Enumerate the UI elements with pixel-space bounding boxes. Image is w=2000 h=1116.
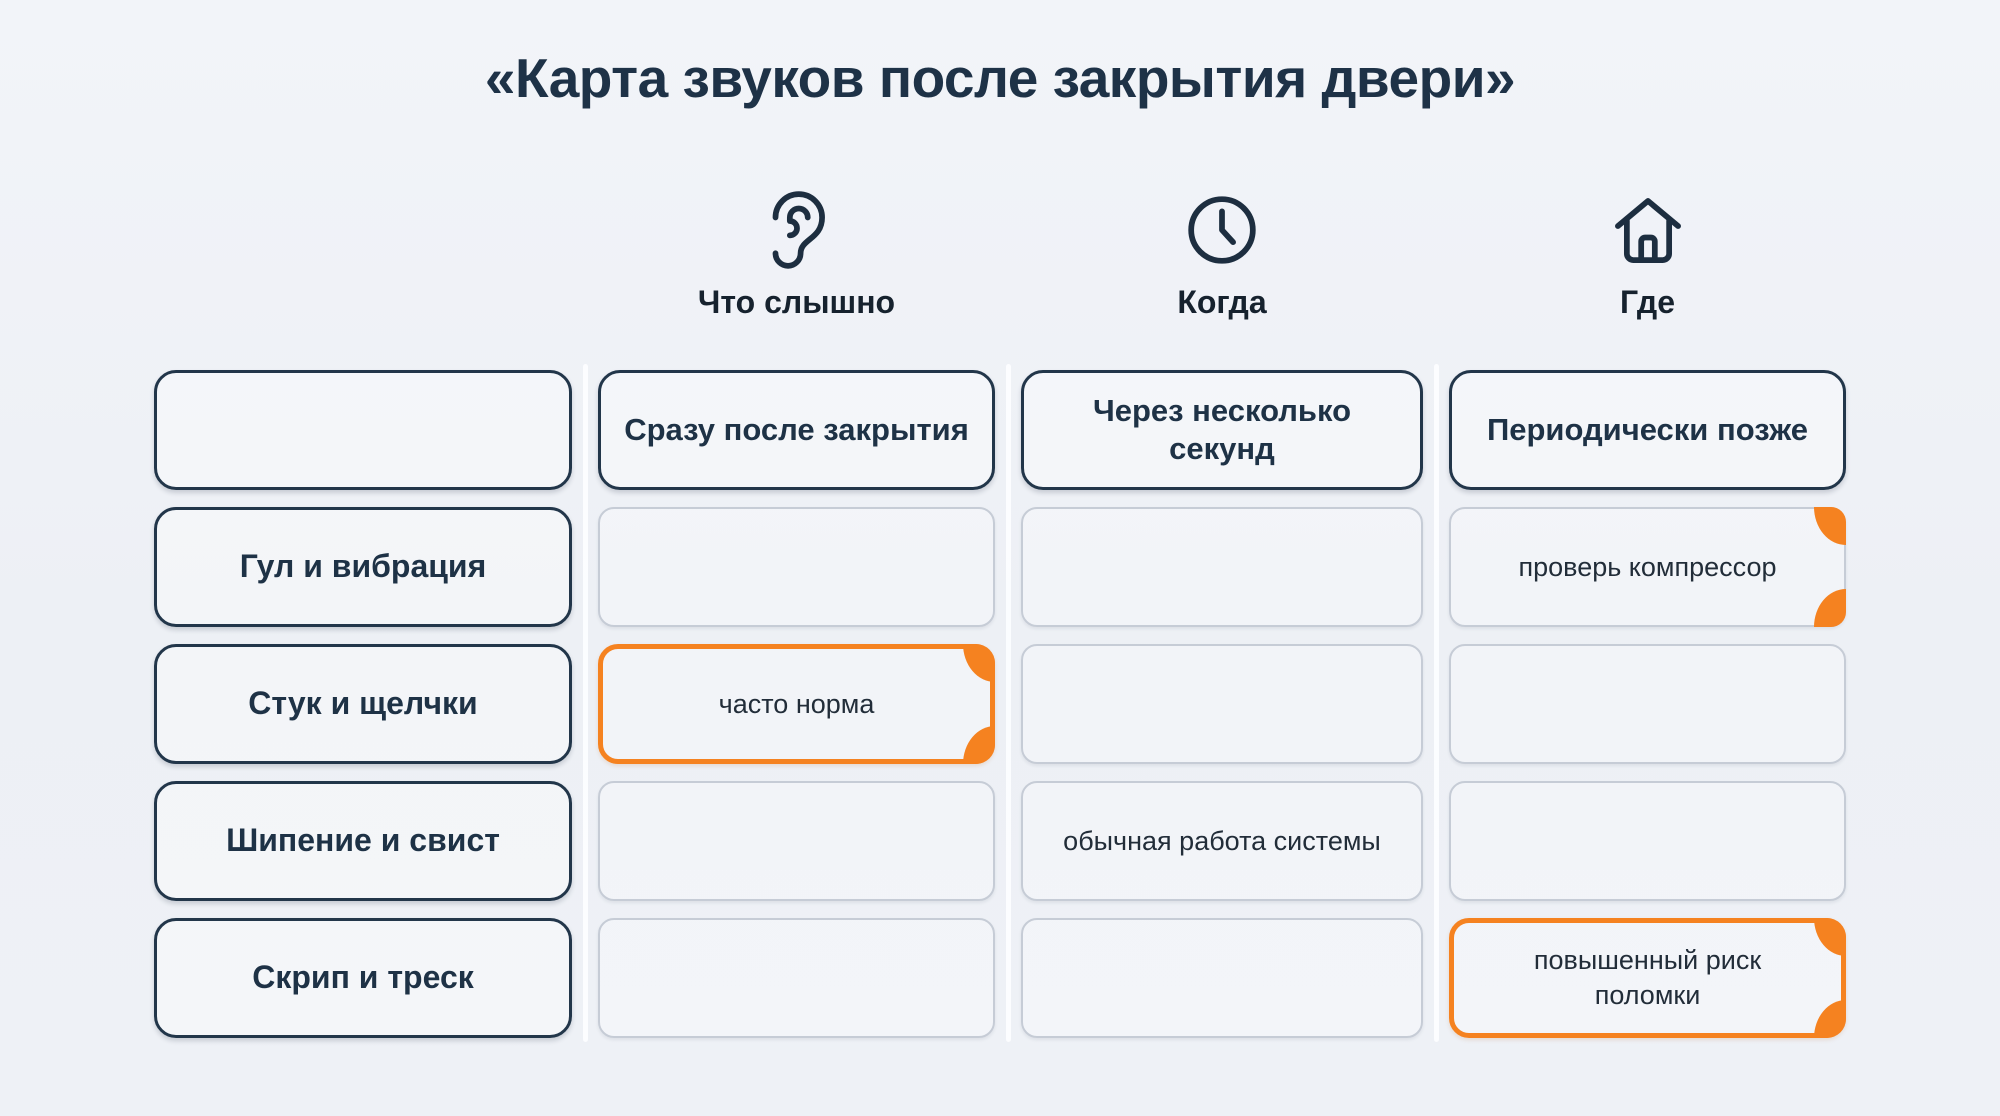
legend-row: Что слышно Когда Где [154,162,1846,320]
column-header-periodically: Периодически позже [1449,370,1846,490]
legend-label-where: Где [1619,283,1676,320]
matrix-cell-r1c2 [1021,507,1423,627]
column-separator [583,364,588,1042]
orange-corner-curl [1814,918,1846,956]
column-separator [1006,364,1011,1042]
row-header-knocks-clicks: Стук и щелчки [154,644,572,764]
row-header-creak-crack: Скрип и треск [154,918,572,1038]
matrix-corner-box [154,370,572,490]
legend-label-what: Что слышно [697,283,896,320]
column-header-after-seconds: Через несколько секунд [1021,370,1423,490]
matrix-cell-r1c3: проверь компрессор [1449,507,1846,627]
legend-col-what: Что слышно [598,162,995,320]
page-title: «Карта звуков после закрытия двери» [484,47,1516,109]
ear-icon [754,187,840,273]
column-separator [1434,364,1439,1042]
orange-corner-curl [963,644,995,682]
clock-icon [1179,187,1265,273]
orange-corner-curl [963,726,995,764]
column-header-immediately: Сразу после закрытия [598,370,995,490]
matrix-cell-r2c1: часто норма [598,644,995,764]
matrix-cell-r4c2 [1021,918,1423,1038]
matrix-cell-r3c1 [598,781,995,901]
matrix-cell-r2c2 [1021,644,1423,764]
row-header-hum-vibration: Гул и вибрация [154,507,572,627]
orange-corner-curl [1814,589,1846,627]
orange-corner-curl [1814,1000,1846,1038]
orange-corner-curl [1814,507,1846,545]
matrix-cell-r4c3: повышенный риск поломки [1449,918,1846,1038]
legend-label-when: Когда [1177,283,1267,320]
legend-col-where: Где [1449,162,1846,320]
row-header-hiss-whistle: Шипение и свист [154,781,572,901]
matrix-cell-r3c2: обычная работа системы [1021,781,1423,901]
matrix-cell-r1c1 [598,507,995,627]
sound-matrix: Сразу после закрытия Через несколько сек… [154,370,1846,1038]
matrix-cell-r3c3 [1449,781,1846,901]
matrix-cell-r2c3 [1449,644,1846,764]
home-icon [1605,187,1691,273]
matrix-cell-r4c1 [598,918,995,1038]
legend-col-when: Когда [1021,162,1423,320]
